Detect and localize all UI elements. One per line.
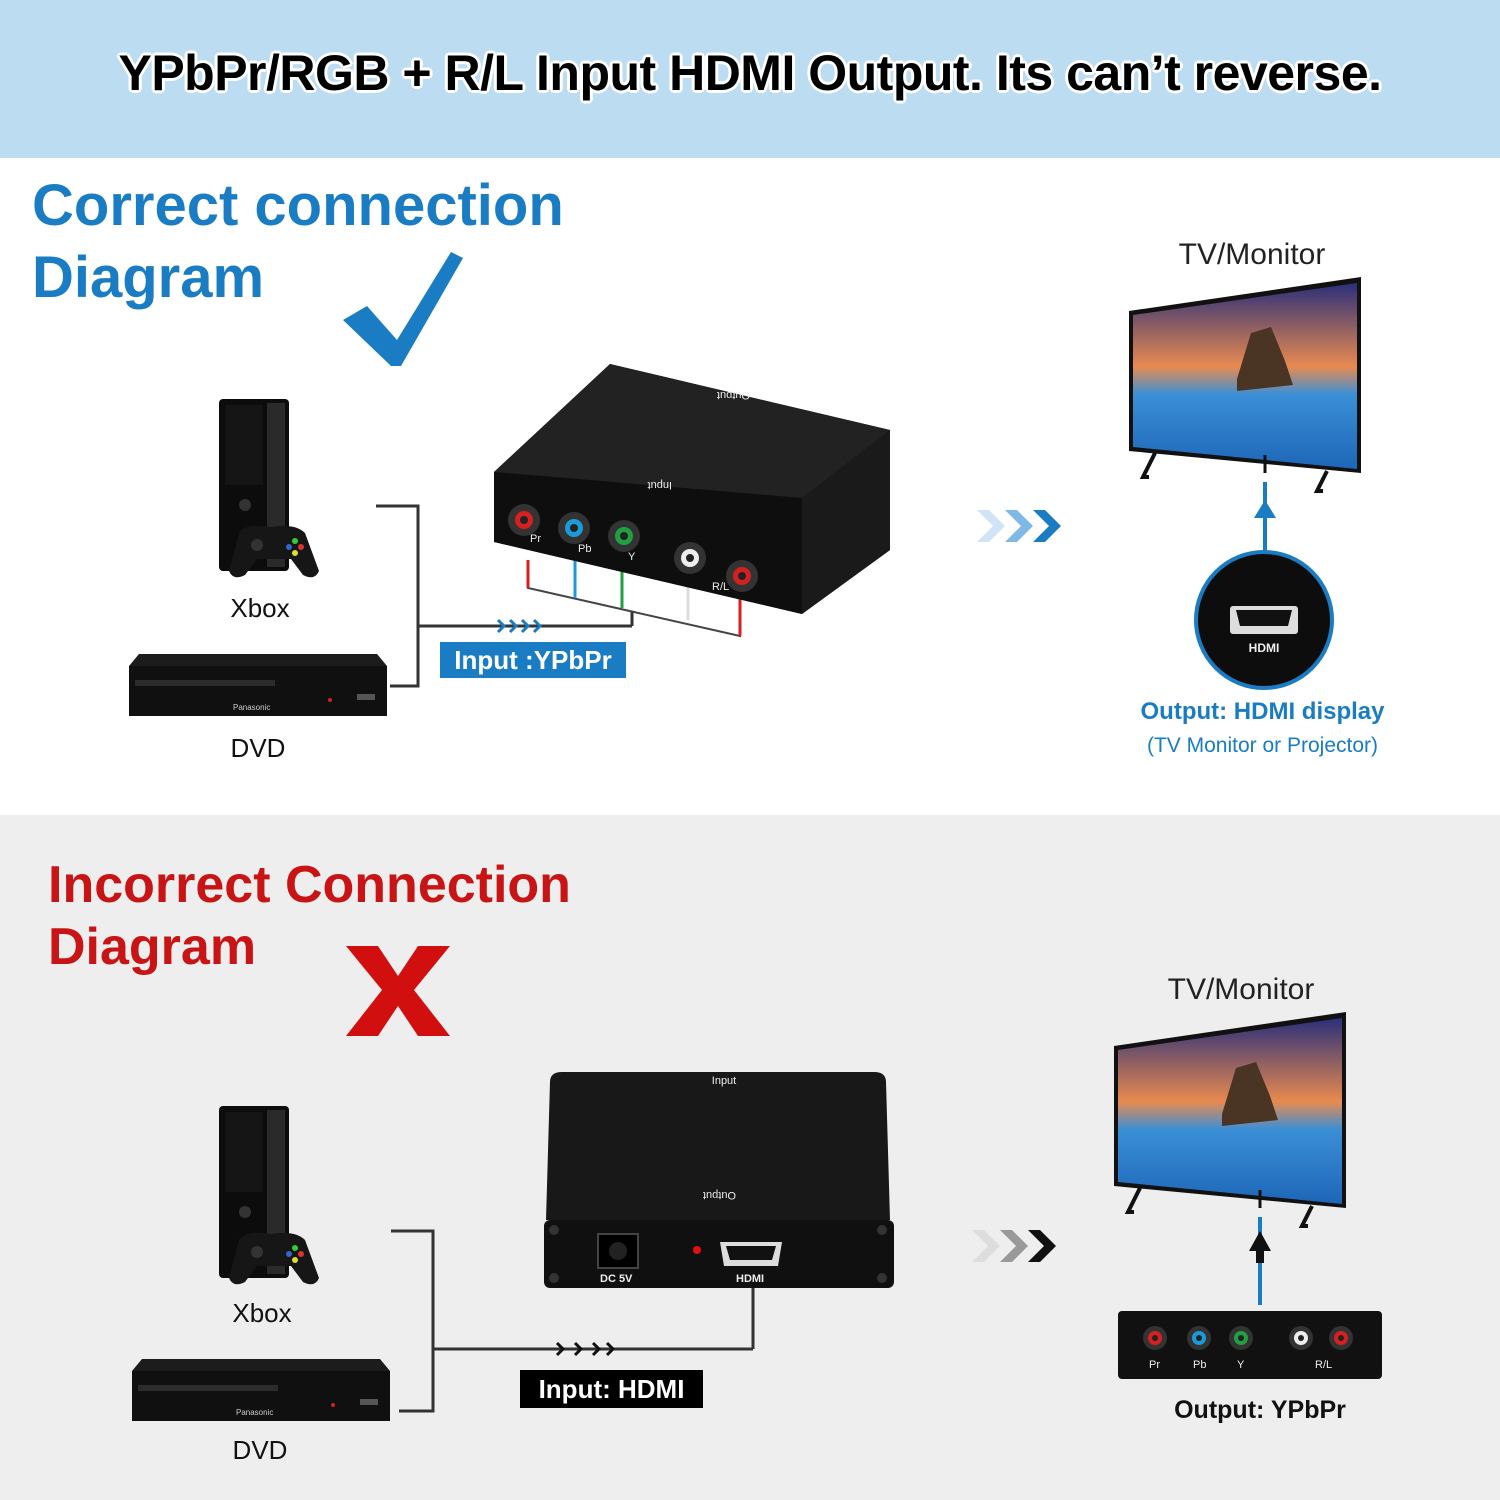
banner-title: YPbPr/RGB + R/L Input HDMI Output. Its c… <box>118 45 1382 101</box>
dvd-player-icon: Panasonic <box>129 654 387 716</box>
hdmi-label: HDMI <box>736 1273 764 1285</box>
output-port-label-pb: Pb <box>1193 1359 1206 1371</box>
converter-top-label: Output <box>717 389 750 401</box>
correct-heading-line1: Correct connection <box>32 173 564 238</box>
source-label-dvd: DVD <box>230 733 286 763</box>
converter-front-label: Input <box>648 479 672 491</box>
incorrect-heading-line2: Diagram <box>48 918 257 976</box>
rca-port-l <box>674 542 706 574</box>
xbox-console-icon <box>219 399 319 578</box>
correct-heading: Correct connection Diagram <box>32 170 564 314</box>
converter-front-label: Output <box>703 1189 736 1201</box>
rca-port-pb <box>558 512 590 544</box>
output-title: Output: YPbPr <box>1174 1396 1346 1424</box>
port-label-y: Y <box>628 551 636 563</box>
direction-arrows-icon <box>977 510 1061 542</box>
port-label-rl: R/L <box>712 581 729 593</box>
cable-wiring <box>391 1229 755 1413</box>
hdmi-port-zoom: HDMI <box>1194 550 1334 690</box>
direction-arrows-icon <box>972 1230 1056 1262</box>
source-label-xbox: Xbox <box>230 593 290 623</box>
output-port-label-pr: Pr <box>1149 1359 1160 1371</box>
port-label-pb: Pb <box>578 543 591 555</box>
incorrect-heading-line1: Incorrect Connection <box>48 856 571 914</box>
header-banner <box>0 0 1500 158</box>
incorrect-heading: Incorrect Connection Diagram <box>48 854 571 978</box>
ypbpr-to-hdmi-converter: Input Output DC 5V HDMI <box>544 1072 894 1288</box>
port-label-pr: Pr <box>530 533 541 545</box>
output-subtitle: (TV Monitor or Projector) <box>1146 734 1379 757</box>
checkmark-icon <box>343 252 463 366</box>
dvd-player-icon: Panasonic <box>132 1359 390 1421</box>
source-label-xbox: Xbox <box>232 1298 292 1328</box>
dc-power-jack <box>597 1233 639 1269</box>
display-label: TV/Monitor <box>1167 973 1315 1006</box>
tv-monitor-icon <box>1114 1012 1346 1228</box>
ypbpr-output-panel: Pr Pb Y R/L <box>1118 1311 1382 1379</box>
x-mark-icon <box>346 946 450 1036</box>
xbox-console-icon <box>219 1106 319 1285</box>
input-tag-ypbpr: Input :YPbPr <box>440 642 626 678</box>
ypbpr-link-arrow <box>1249 1217 1271 1305</box>
svg-text:Panasonic: Panasonic <box>236 1408 273 1417</box>
svg-text:Panasonic: Panasonic <box>233 703 270 712</box>
correct-heading-line2: Diagram <box>32 245 265 310</box>
source-label-dvd: DVD <box>232 1435 288 1465</box>
output-port-label-y: Y <box>1237 1359 1245 1371</box>
dc-label: DC 5V <box>600 1273 633 1285</box>
output-port-label-rl: R/L <box>1315 1359 1332 1371</box>
display-label: TV/Monitor <box>1178 238 1326 271</box>
tv-monitor-icon <box>1129 277 1361 493</box>
rca-port-pr <box>508 504 540 536</box>
output-title: Output: HDMI display <box>1140 698 1385 725</box>
hdmi-port-label: HDMI <box>1249 641 1280 655</box>
power-led <box>693 1246 701 1254</box>
converter-top-label: Input <box>712 1075 736 1087</box>
ypbpr-to-hdmi-converter: Output Input Pr Pb Y R/L <box>494 364 890 614</box>
input-tag-hdmi: Input: HDMI <box>520 1370 703 1408</box>
hdmi-port <box>720 1242 782 1266</box>
hdmi-link-arrow <box>1254 482 1276 558</box>
rca-port-y <box>608 520 640 552</box>
rca-port-r <box>726 560 758 592</box>
